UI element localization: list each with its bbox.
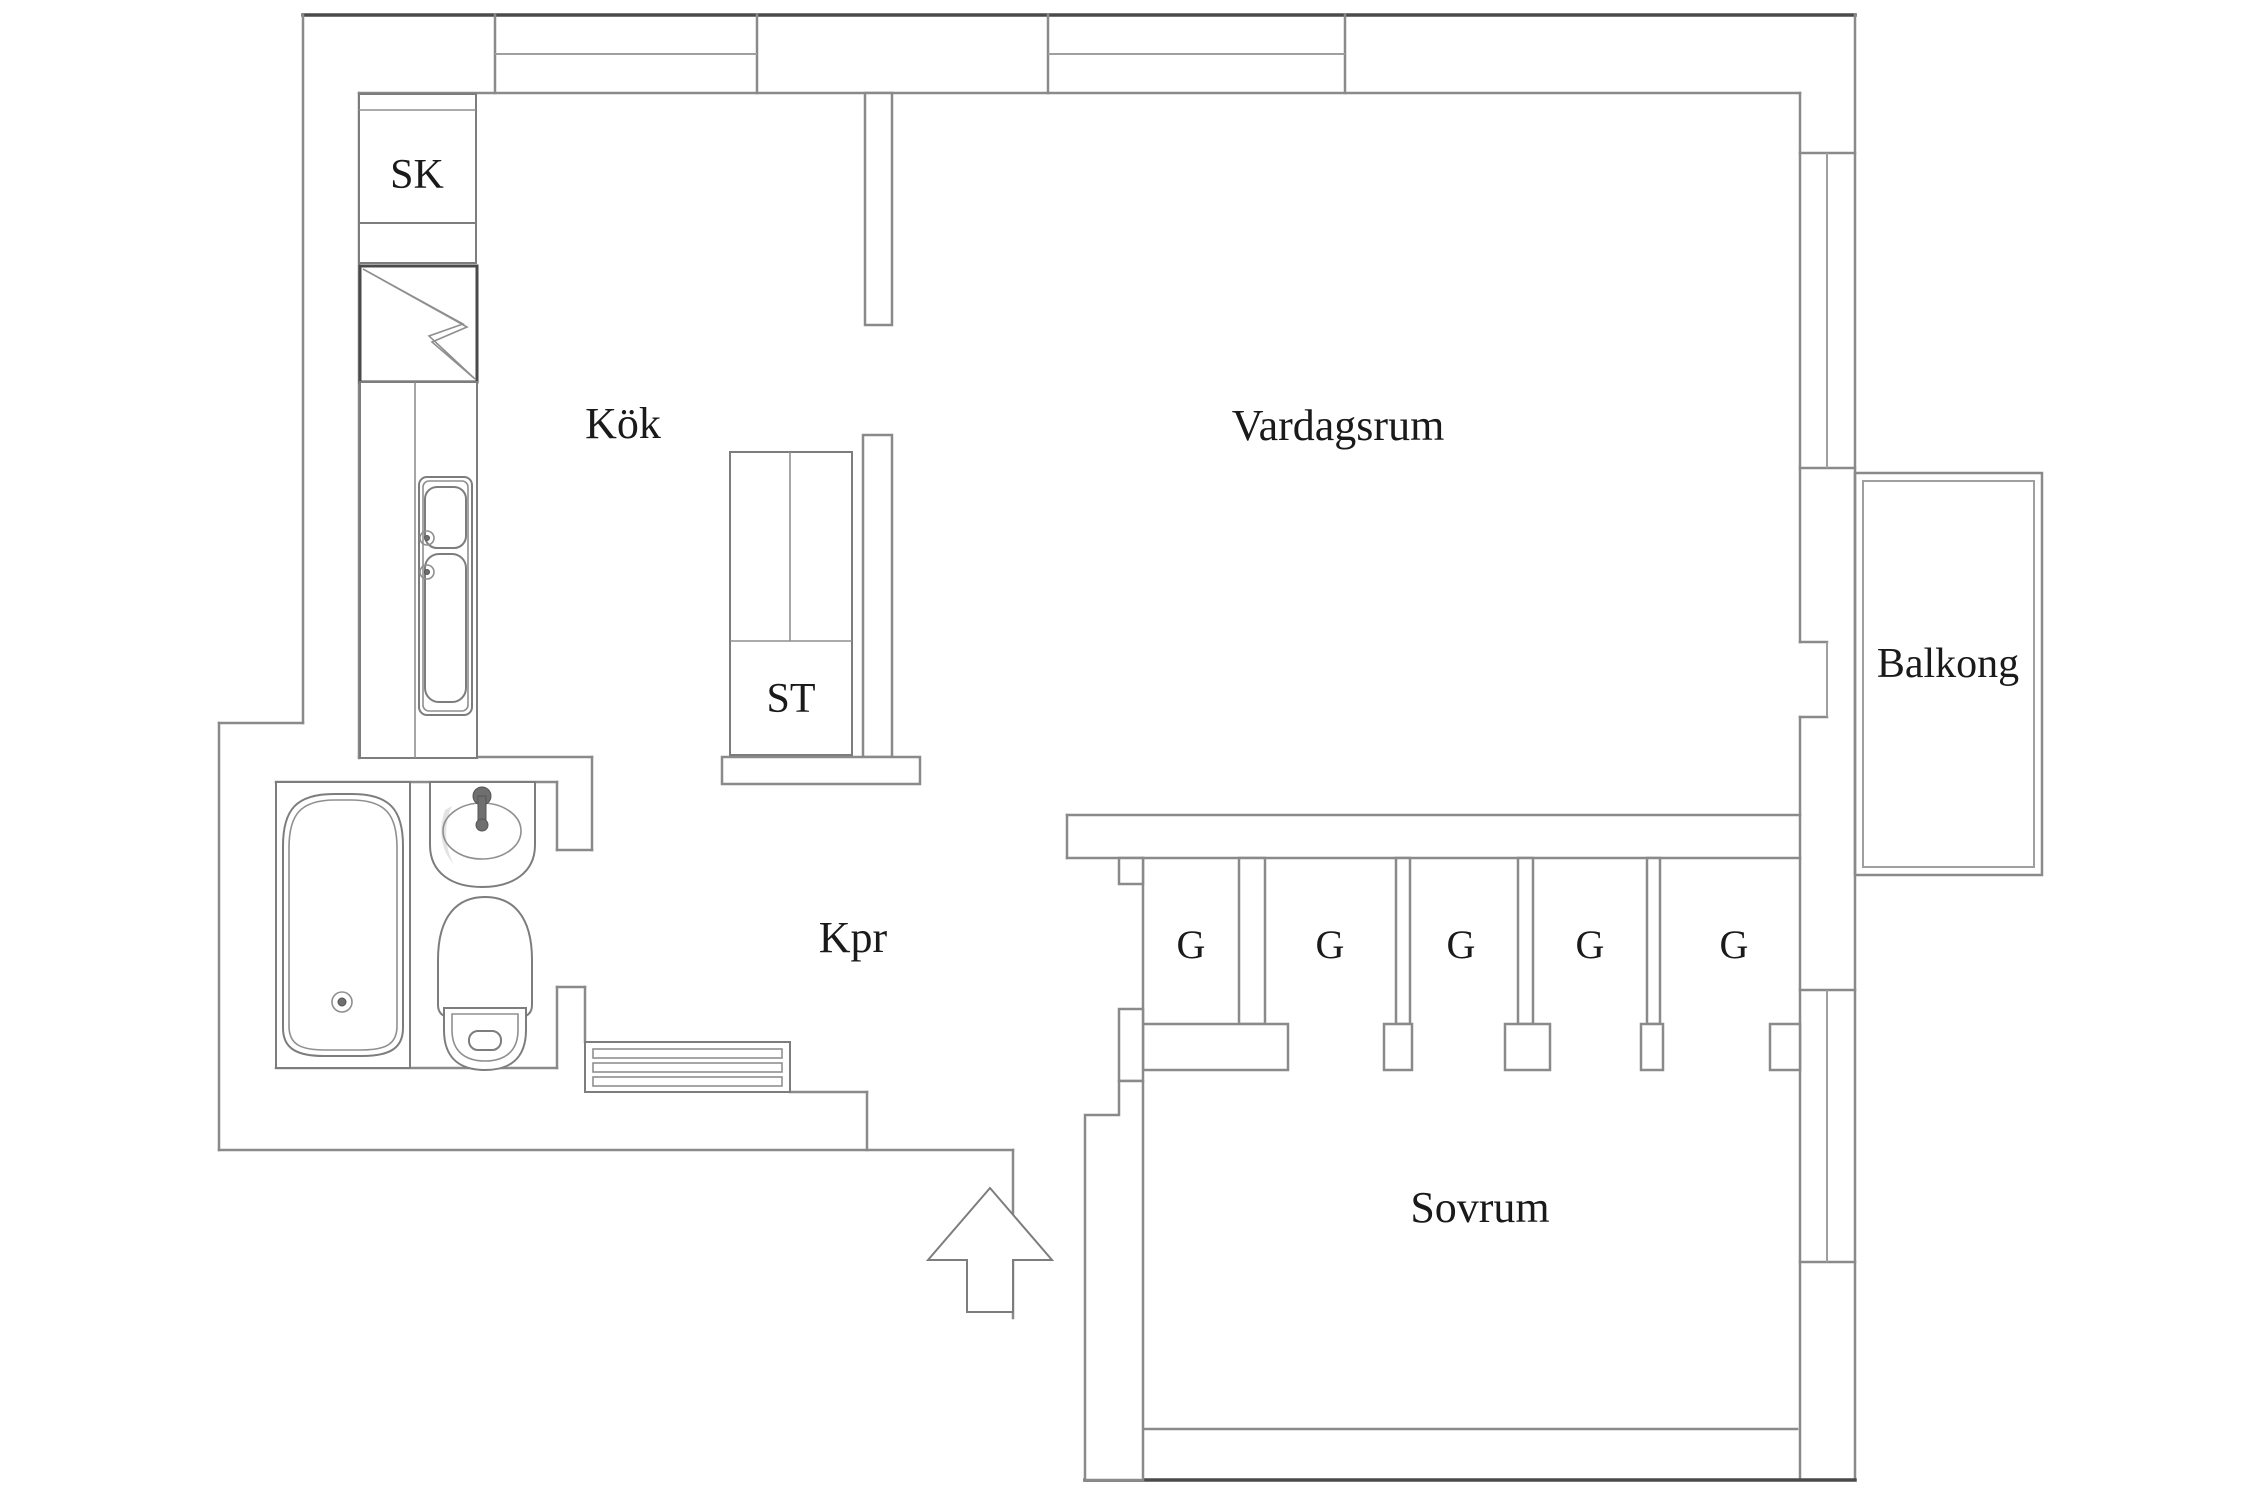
outer-walls <box>217 13 1857 1482</box>
label-hallway: Kpr <box>819 913 888 962</box>
washbasin-icon <box>429 781 536 889</box>
interior-walls <box>274 91 922 1070</box>
balcony-structure <box>1853 471 2044 877</box>
toilet-icon <box>437 895 533 1072</box>
stove-icon <box>358 264 479 384</box>
label-wardrobe-3: G <box>1447 922 1476 967</box>
window-top-left-icon <box>493 13 759 95</box>
window-top-right-icon <box>1046 13 1347 95</box>
label-kitchen: Kök <box>585 399 661 448</box>
wardrobe-row-walls <box>1065 813 1802 1482</box>
label-living-room: Vardagsrum <box>1232 401 1445 450</box>
entrance-arrow-icon <box>925 1186 1055 1313</box>
bedroom-west-wall <box>1083 1079 1145 1482</box>
label-bedroom: Sovrum <box>1410 1183 1549 1232</box>
window-right-bedroom-icon <box>1798 988 1857 1264</box>
label-cabinet-sk: SK <box>390 152 444 198</box>
window-right-upper-icon <box>1798 151 1857 470</box>
label-wardrobe-4: G <box>1576 922 1605 967</box>
label-balcony: Balkong <box>1877 641 2019 687</box>
cabinet-sk <box>358 93 477 264</box>
balcony-door-icon <box>1798 640 1829 719</box>
kitchen-sink-icon <box>418 476 473 716</box>
label-wardrobe-5: G <box>1720 922 1749 967</box>
label-wardrobe-1: G <box>1177 922 1206 967</box>
radiator-icon <box>584 1041 791 1093</box>
cleaning-closet-st <box>729 451 853 756</box>
label-cleaning-closet: ST <box>766 676 815 722</box>
bathtub-icon <box>275 781 411 1069</box>
label-wardrobe-2: G <box>1316 922 1345 967</box>
